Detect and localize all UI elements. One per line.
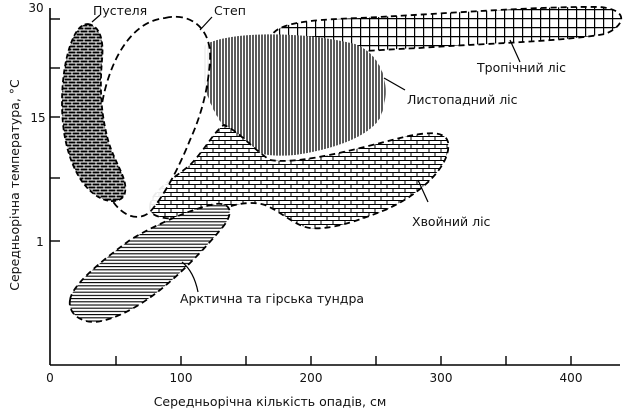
deciduous-forest-label: Листопадний ліс [407, 92, 518, 107]
steppe-region [97, 15, 211, 218]
tundra-region [68, 202, 231, 323]
tundra-label: Арктична та гірська тундра [180, 291, 364, 306]
tropical-leader-line [509, 39, 521, 63]
x-tick-label-100: 100 [170, 371, 193, 385]
y-tick-label-15: 15 [30, 111, 45, 125]
coniferous-leader-line [417, 179, 429, 203]
x-tick-label-400: 400 [560, 371, 583, 385]
x-axis-ticks [115, 356, 572, 365]
y-tick-label-1: 1 [36, 235, 44, 249]
y-axis-title: Середньорічна температура, °C [7, 79, 22, 291]
steppe-label: Степ [214, 3, 246, 18]
x-tick-label-200: 200 [300, 371, 323, 385]
steppe-leader-line [199, 16, 213, 31]
x-tick-label-0: 0 [46, 371, 54, 385]
desert-label: Пустеля [93, 3, 147, 18]
y-axis-ticks [50, 18, 60, 242]
tropical-forest-label: Тропічний ліс [476, 60, 566, 75]
desert-leader-line [91, 14, 101, 23]
desert-region [61, 23, 127, 202]
coniferous-forest-label: Хвойний ліс [412, 214, 491, 229]
deciduous-forest-region [203, 34, 386, 156]
y-tick-label-30: 30 [28, 1, 43, 15]
deciduous-leader-line [383, 77, 406, 91]
tundra-leader-line [181, 261, 199, 293]
x-axis-title: Середньорічна кількість опадів, см [154, 394, 387, 409]
x-tick-label-300: 300 [430, 371, 453, 385]
